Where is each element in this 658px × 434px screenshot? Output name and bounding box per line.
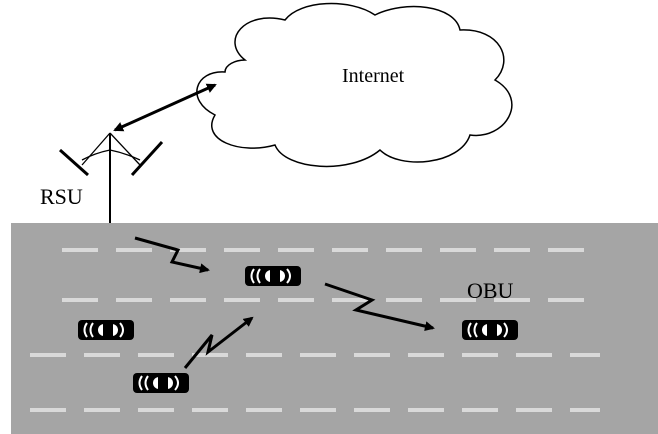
vehicle-obu-icon: [132, 372, 190, 394]
rsu-to-vehicle-link: [134, 236, 210, 274]
vehicle-obu-icon: [244, 265, 302, 287]
vehicle-obu-icon: [461, 319, 519, 341]
rsu-tower: [59, 132, 164, 223]
internet-cloud: Internet: [196, 2, 513, 168]
vehicle-to-vehicle-link: [183, 316, 254, 369]
obu-label: OBU: [467, 278, 514, 303]
lane-markings: [30, 248, 600, 412]
rsu-internet-link: [113, 83, 217, 132]
vehicle-obu-icon: [77, 319, 135, 341]
rsu-label: RSU: [40, 184, 83, 209]
internet-label: Internet: [342, 65, 405, 87]
vehicle-to-obu-link: [324, 282, 435, 332]
